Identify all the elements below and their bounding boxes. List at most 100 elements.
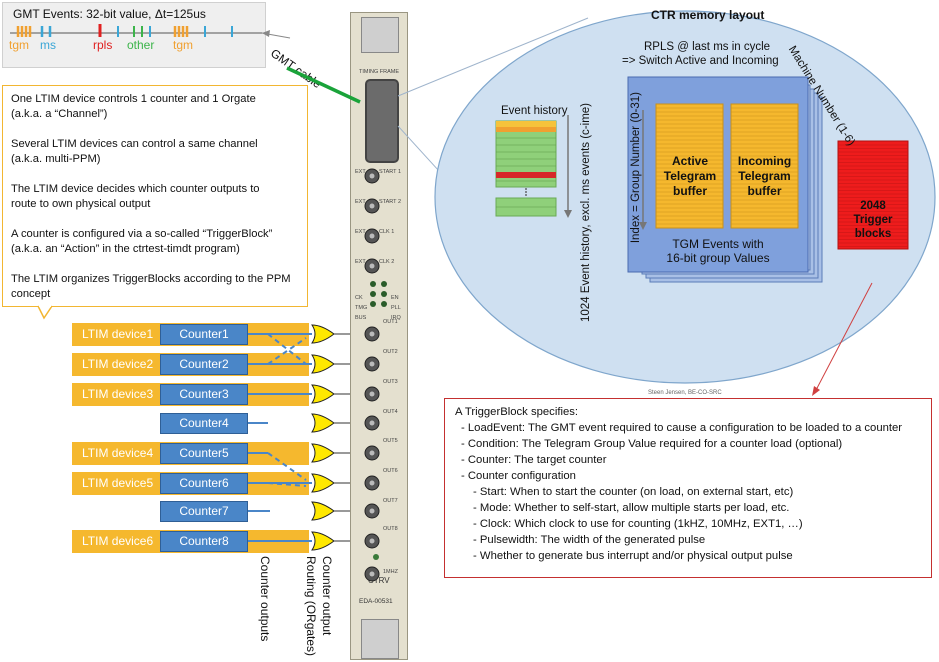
triggerblock-item: - Condition: The Telegram Group Value re… [461,438,843,450]
out-label: OUT2 [383,349,398,355]
counter-box: Counter6 [160,473,248,494]
triggerblock-subitem: - Whether to generate bus interrupt and/… [473,550,793,562]
ctr-module-panel: TIMING FRAME EXT START 1 EXT START 2 EXT… [350,12,408,660]
db9-connector [365,79,399,163]
buffer-rows [656,107,798,225]
event-history-block [495,120,557,217]
rpls-line1: RPLS @ last ms in cycle [644,41,771,53]
triggerblock-subitem: - Clock: Which clock to use for counting… [473,518,803,530]
counter-box: Counter2 [160,354,248,375]
trigger-blocks-label: 2048 Trigger blocks [838,199,908,241]
counter-label: Counter2 [179,357,229,371]
out-label: OUT7 [383,498,398,504]
gmt-events-box: GMT Events: 32-bit value, Δt=125us [2,2,266,68]
gmt-tick-marks [16,24,233,37]
info-paragraph: A counter is configured via a so-called … [11,227,272,257]
info-line: Several LTIM devices can control a same … [11,138,258,150]
history-axis-arrow [564,210,572,218]
ltim-info-box: One LTIM device controls 1 counter and 1… [2,85,308,307]
gmt-tick-label: ms [40,38,56,52]
triggerblock-subitem: - Start: When to start the counter (on l… [473,486,794,498]
out-label: OUT5 [383,438,398,444]
trigger-block-rows [838,144,908,247]
ext-label: CLK 1 [379,229,395,235]
module-serial: EDA-00531 [359,598,393,605]
out-label: OUT3 [383,379,398,385]
ext-label: START 2 [379,199,402,205]
led-label: PLL [391,305,401,311]
trigger-blocks-line: Trigger [853,214,893,226]
info-line: (a.k.a. multi-PPM) [11,153,101,165]
led-label: CK [355,295,363,301]
timing-frame-label: TIMING FRAME [359,69,400,75]
info-line: The LTIM device decides which counter ou… [11,183,260,195]
bnc-centers [369,173,375,577]
status-leds [370,281,387,307]
gmt-tick-label: tgm [173,38,194,52]
counter-label: Counter8 [179,534,229,548]
counter-label: Counter6 [179,476,229,490]
ext-label: CLK 2 [379,259,395,265]
triggerblock-heading: A TriggerBlock specifies: [455,406,579,418]
led-label: IRQ [391,315,401,321]
ext-label: EXT [355,229,366,235]
ltim-device-label: LTIM device6 [82,534,154,548]
info-line: (a.k.a. an “Action” in the ctrtest-timdt… [11,243,240,255]
active-buffer-label: Active Telegram buffer [663,154,717,198]
ext-label: START 1 [379,169,402,175]
counter-label: Counter4 [179,416,229,430]
zoom-line-top [397,17,589,97]
mhz-label: 1MHZ [383,569,398,575]
gmt-cable-line [286,66,361,104]
history-axis-label: 1024 Event history, excl. ms events (c-i… [580,103,592,322]
counter-label: Counter7 [179,504,229,518]
top-latch [361,17,399,53]
triggerblock-item: - Counter: The target counter [461,454,607,466]
counter-label: Counter5 [179,446,229,460]
info-paragraph: Several LTIM devices can control a same … [11,137,258,167]
incoming-telegram-buffer [730,103,799,229]
triggerblock-subitem: - Mode: Whether to self-start, allow mul… [473,502,790,514]
info-line: The LTIM organizes TriggerBlocks accordi… [11,273,291,285]
ext-label: EXT [355,199,366,205]
gmt-tick-label: tgm [9,38,30,52]
group-axis-arrow [639,222,647,230]
info-line: route to own physical output [11,198,151,210]
info-paragraph: The LTIM organizes TriggerBlocks accordi… [11,272,291,302]
counter-box: Counter7 [160,501,248,522]
triggerblock-subitem: - Pulsewidth: The width of the generated… [473,534,706,546]
out-label: OUT4 [383,409,398,415]
counter-label: Counter1 [179,327,229,341]
counter-box: Counter1 [160,324,248,345]
ltim-device-label: LTIM device5 [82,476,154,490]
gmt-tick-label: other [127,38,155,52]
bottom-latch [361,619,399,659]
triggerblock-item: - LoadEvent: The GMT event required to c… [461,422,903,434]
trigger-blocks-line: blocks [854,228,892,240]
info-line: (a.k.a. a “Channel”) [11,108,108,120]
led-label: EN [391,295,399,301]
info-line: One LTIM device controls 1 counter and 1… [11,93,256,105]
event-history-label: Event history [501,105,568,117]
counter-box: Counter4 [160,413,248,434]
ltim-device-label: LTIM device2 [82,357,154,371]
tgm-events-label: TGM Events with 16-bit group Values [628,237,808,265]
gmt-title: GMT Events: 32-bit value, Δt=125us [13,7,206,21]
ltim-device-label: LTIM device3 [82,387,154,401]
credit-label: Steen Jensen, BE-CO-SRC [648,390,722,396]
info-paragraph: The LTIM device decides which counter ou… [11,182,260,212]
rpls-line2: => Switch Active and Incoming [622,55,779,67]
info-line: A counter is configured via a so-called … [11,228,273,240]
ltim-device-label: LTIM device1 [82,327,154,341]
led-label: TMG [355,305,368,311]
mhz-led [373,554,379,560]
ext-label: EXT [355,259,366,265]
info-line: concept [11,288,51,300]
history-ellipsis [525,188,527,196]
ext-label: EXT [355,169,366,175]
ltim-device-label: LTIM device4 [82,446,154,460]
